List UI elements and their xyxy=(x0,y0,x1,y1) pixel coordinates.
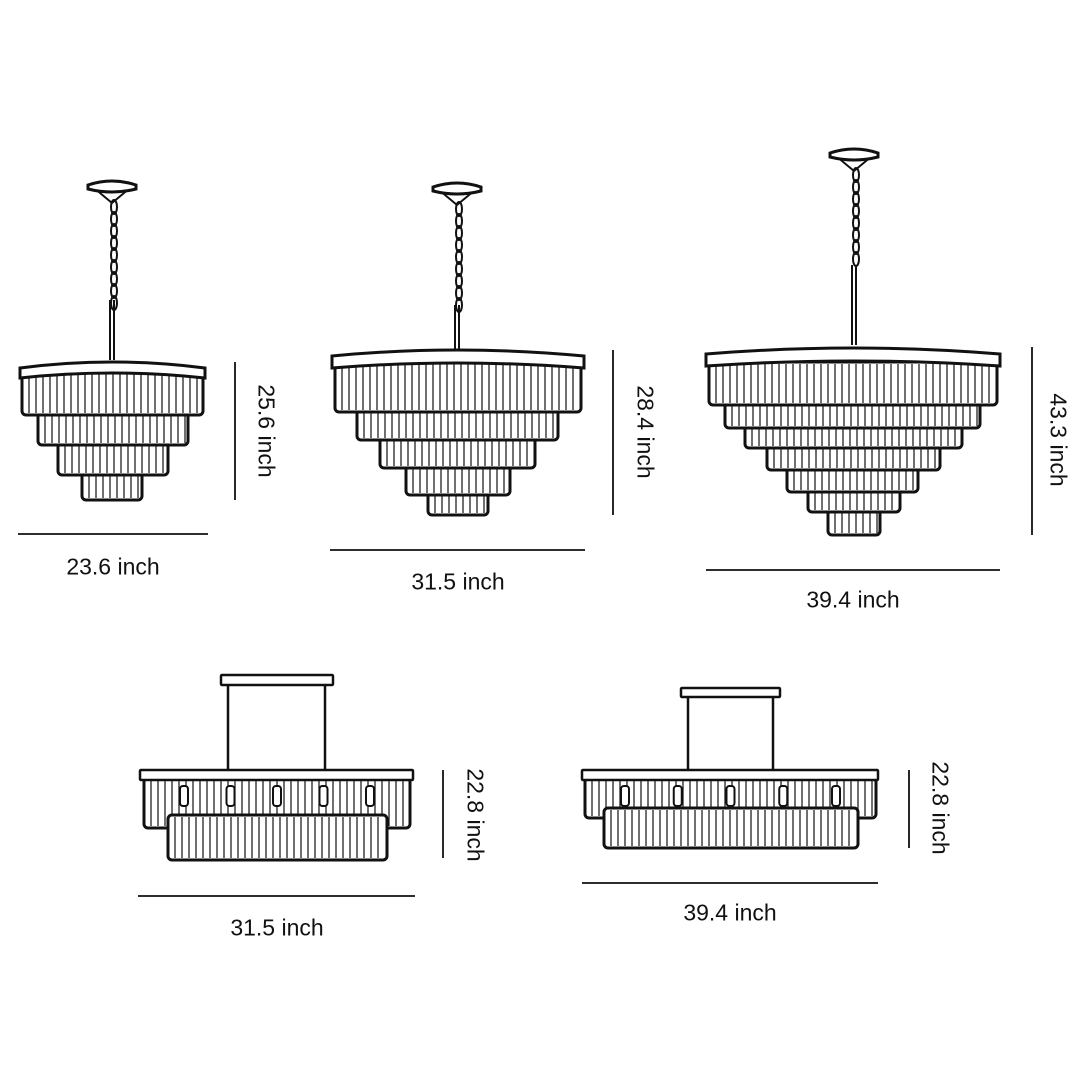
product-2-chain xyxy=(455,285,463,301)
product-3-height-label: 43.3 inch xyxy=(1045,393,1072,487)
product-1-chain xyxy=(110,235,118,251)
product-3-chain xyxy=(852,227,860,243)
product-1-width-label: 23.6 inch xyxy=(66,553,160,580)
product-3-chain xyxy=(852,215,860,231)
product-1-chain xyxy=(110,211,118,227)
product-1-chain xyxy=(110,223,118,239)
product-3-chain xyxy=(852,167,860,183)
product-2-top-ring xyxy=(330,348,586,370)
product-5-bulb xyxy=(831,785,841,807)
product-2-chain xyxy=(455,213,463,229)
product-5-height-label: 22.8 inch xyxy=(927,761,954,855)
product-1-height-label: 25.6 inch xyxy=(253,384,280,478)
product-1-top-ring xyxy=(18,360,207,380)
product-5-bulb xyxy=(672,785,683,807)
product-3-chain xyxy=(852,179,860,195)
product-3-chain xyxy=(852,239,860,255)
product-4-bulb xyxy=(179,785,189,807)
product-1-chain xyxy=(110,271,118,287)
product-2-width-label: 31.5 inch xyxy=(411,568,505,595)
product-2-chain xyxy=(455,261,463,277)
product-5-lower-band xyxy=(602,806,860,850)
product-4-lower-band xyxy=(166,813,389,862)
product-5-bulb xyxy=(725,785,736,807)
product-2-chain xyxy=(455,201,463,217)
product-2-canopy xyxy=(431,181,483,196)
product-5-width-label: 39.4 inch xyxy=(683,899,777,926)
product-2-height-label: 28.4 inch xyxy=(632,385,659,479)
product-4-height-label: 22.8 inch xyxy=(462,768,489,862)
product-1-canopy xyxy=(86,179,138,194)
product-5-frame-bar xyxy=(580,768,880,782)
product-1-chain xyxy=(110,247,118,263)
product-3-canopy xyxy=(828,147,880,162)
product-3-chain xyxy=(852,191,860,207)
product-3-width-label: 39.4 inch xyxy=(806,586,900,613)
product-5-bulb xyxy=(620,785,630,807)
product-4-frame-bar xyxy=(138,768,415,782)
product-3-chain xyxy=(852,203,860,219)
product-2-tier xyxy=(333,360,583,414)
product-5-bulb xyxy=(778,785,789,807)
product-4-bulb xyxy=(225,785,236,807)
product-2-chain xyxy=(455,225,463,241)
product-1-chain xyxy=(110,199,118,215)
product-2-chain xyxy=(455,249,463,265)
product-4-width-label: 31.5 inch xyxy=(230,914,324,941)
product-5-canopy-bar xyxy=(679,686,782,699)
product-4-bulb xyxy=(318,785,329,807)
product-1-chain xyxy=(110,259,118,275)
product-2-chain xyxy=(455,237,463,253)
product-3-top-ring xyxy=(704,346,1002,368)
product-4-bulb xyxy=(365,785,375,807)
product-1-chain xyxy=(110,283,118,299)
product-4-bulb xyxy=(272,785,282,807)
product-2-chain xyxy=(455,273,463,289)
product-4-canopy-bar xyxy=(219,673,335,687)
